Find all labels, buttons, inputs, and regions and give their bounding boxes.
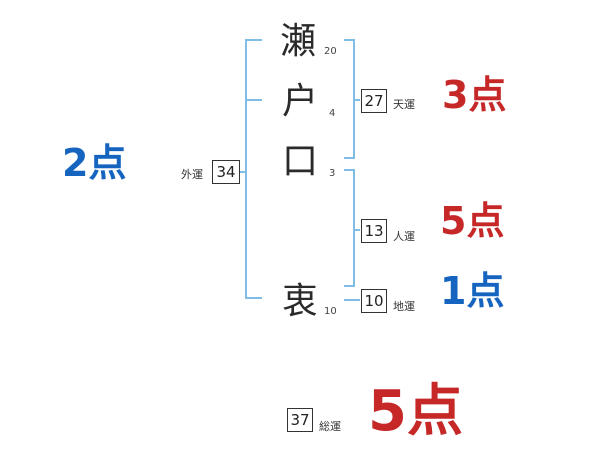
- tenun-bracket: [344, 39, 355, 159]
- jinun-label: 人運: [393, 230, 415, 243]
- gaiun-value-box: 34: [212, 160, 240, 184]
- stroke-count-2: 4: [329, 108, 336, 119]
- gaiun-label: 外運: [181, 168, 203, 181]
- jinun-bracket: [344, 169, 355, 287]
- souun-value-box: 37: [287, 408, 313, 432]
- jinun-score: 5点: [440, 199, 505, 243]
- name-char-2: 户: [282, 81, 319, 122]
- name-char-1: 瀬: [280, 21, 317, 62]
- stroke-count-1: 20: [324, 46, 337, 57]
- jinun-value-box: 13: [361, 219, 387, 243]
- stroke-count-4: 10: [324, 306, 337, 317]
- tenun-score: 3点: [442, 73, 507, 117]
- tenun-label: 天運: [393, 98, 415, 111]
- tenun-value-box: 27: [361, 89, 387, 113]
- gaiun-score: 2点: [62, 141, 127, 185]
- souun-score: 5点: [368, 379, 463, 444]
- chiun-label: 地運: [393, 300, 415, 313]
- name-char-3: 口: [282, 141, 319, 182]
- name-char-4: 衷: [282, 281, 319, 322]
- chiun-score: 1点: [440, 269, 505, 313]
- stroke-count-3: 3: [329, 168, 336, 179]
- chiun-value-box: 10: [361, 289, 387, 313]
- souun-label: 総運: [319, 420, 341, 433]
- left-bracket: [245, 39, 262, 299]
